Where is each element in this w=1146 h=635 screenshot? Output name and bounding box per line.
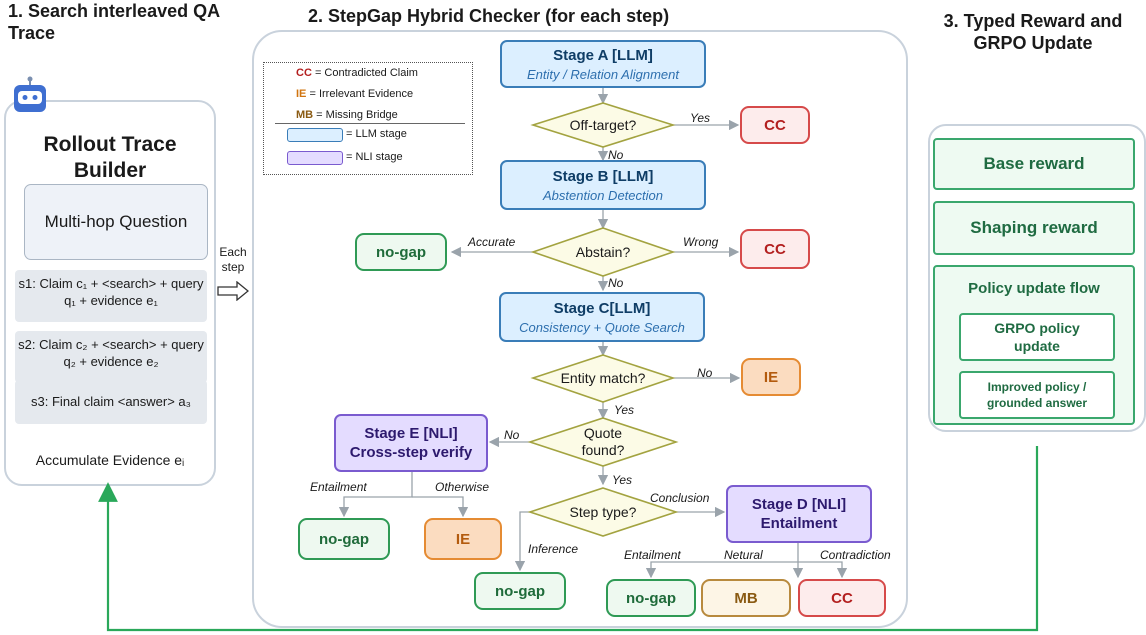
decision-quote-found [527, 417, 679, 467]
outcome-nogap-entailment-e: no-gap [298, 518, 390, 560]
outcome-nogap-inference: no-gap [474, 572, 566, 610]
grpo-policy-update: GRPO policy update [959, 313, 1115, 361]
multi-hop-question: Multi-hop Question [24, 184, 208, 260]
step-s1: s1: Claim c₁ + <search> + query q₁ + evi… [15, 270, 207, 322]
outcome-nogap-entailment-d: no-gap [606, 579, 696, 617]
edge-yes-off-target: Yes [690, 111, 711, 125]
outcome-cc-contradiction: CC [798, 579, 886, 617]
step-s2: s2: Claim c₂ + <search> + query q₂ + evi… [15, 331, 207, 383]
edge-contradiction: Contradiction [820, 548, 891, 562]
stage-b-subtitle: Abstention Detection [543, 187, 663, 203]
legend-mb-code: MB [296, 109, 314, 121]
decision-step-type [527, 487, 679, 537]
shaping-reward: Shaping reward [933, 201, 1135, 255]
legend [263, 62, 473, 175]
outcome-cc-off-target: CC [740, 106, 810, 144]
edge-entailment-e: Entailment [310, 480, 367, 494]
edge-yes-entity: Yes [614, 403, 635, 417]
edge-no-off-target: No [608, 148, 624, 162]
stage-a-title: Stage A [LLM] [553, 46, 653, 64]
stage-b: Stage B [LLM] Abstention Detection [500, 160, 706, 210]
edge-conclusion: Conclusion [650, 491, 710, 505]
legend-mb: MB = Missing Bridge [296, 109, 398, 121]
legend-ie: IE = Irrelevant Evidence [296, 88, 413, 100]
stage-b-title: Stage B [LLM] [552, 167, 654, 185]
decision-abstain-label: Abstain? [575, 244, 631, 260]
legend-cc-text: = Contradicted Claim [314, 67, 418, 79]
accumulate-evidence: Accumulate Evidence eᵢ [35, 452, 185, 468]
decision-entity-match [530, 354, 676, 403]
decision-off-target [530, 102, 676, 148]
title-left: 1. Search interleaved QA Trace [8, 1, 220, 43]
each-step-label: Each step [219, 245, 247, 274]
edge-no-entity: No [697, 366, 713, 380]
legend-mb-text: = Missing Bridge [316, 109, 398, 121]
legend-nli-text: = NLI stage [346, 151, 403, 163]
edge-no-abstain: No [608, 276, 624, 290]
base-reward: Base reward [933, 138, 1135, 190]
outcome-ie-entity: IE [741, 358, 801, 396]
decision-off-target-label: Off-target? [569, 117, 637, 133]
multi-hop-question-label: Multi-hop Question [44, 212, 188, 231]
outcome-cc-wrong: CC [740, 229, 810, 269]
stage-e-title: Stage E [NLI] Cross-step verify [349, 425, 473, 461]
stage-c: Stage C[LLM] Consistency + Quote Search [499, 292, 705, 342]
decision-step-type-label: Step type? [569, 504, 637, 520]
improved-policy: Improved policy / grounded answer [959, 371, 1115, 419]
legend-divider [275, 123, 465, 124]
feedback-loop-arrow [98, 446, 1039, 632]
edge-otherwise: Otherwise [435, 480, 490, 494]
edge-netural: Netural [724, 548, 763, 562]
stage-c-title: Stage C[LLM] [553, 299, 651, 317]
edge-accurate: Accurate [468, 235, 516, 249]
legend-cc: CC = Contradicted Claim [296, 67, 418, 79]
stage-a-subtitle: Entity / Relation Alignment [527, 66, 679, 82]
legend-cc-code: CC [296, 67, 312, 79]
stage-d-title: Stage D [NLI] Entailment [751, 496, 847, 532]
stage-a: Stage A [LLM] Entity / Relation Alignmen… [500, 40, 706, 88]
legend-ie-code: IE [296, 88, 307, 100]
decision-quote-found-label: Quote found? [581, 425, 625, 458]
edge-no-quote: No [504, 428, 520, 442]
outcome-ie-otherwise: IE [424, 518, 502, 560]
decision-abstain [530, 227, 676, 277]
stage-c-subtitle: Consistency + Quote Search [519, 319, 685, 335]
edge-yes-quote: Yes [612, 473, 633, 487]
legend-nli-swatch [287, 151, 343, 165]
decision-entity-match-label: Entity match? [560, 370, 646, 386]
legend-llm-swatch [287, 128, 343, 142]
outcome-nogap-accurate: no-gap [355, 233, 447, 271]
stage-e: Stage E [NLI] Cross-step verify [334, 414, 488, 472]
step-s3: s3: Final claim <answer> a₃ [15, 380, 207, 424]
legend-ie-text: = Irrelevant Evidence [309, 88, 414, 100]
stage-d: Stage D [NLI] Entailment [726, 485, 872, 543]
edge-wrong: Wrong [683, 235, 719, 249]
robot-icon [10, 76, 50, 116]
title-right: 3. Typed Reward and GRPO Update [943, 11, 1123, 53]
edge-entailment-d: Entailment [624, 548, 681, 562]
legend-llm-text: = LLM stage [346, 128, 407, 140]
outcome-mb: MB [701, 579, 791, 617]
arrow-right-icon [217, 280, 250, 302]
builder-title: Rollout Trace Builder [43, 133, 177, 182]
policy-flow-title: Policy update flow [968, 280, 1100, 297]
edge-inference: Inference [528, 542, 579, 556]
title-middle: 2. StepGap Hybrid Checker (for each step… [308, 6, 670, 26]
